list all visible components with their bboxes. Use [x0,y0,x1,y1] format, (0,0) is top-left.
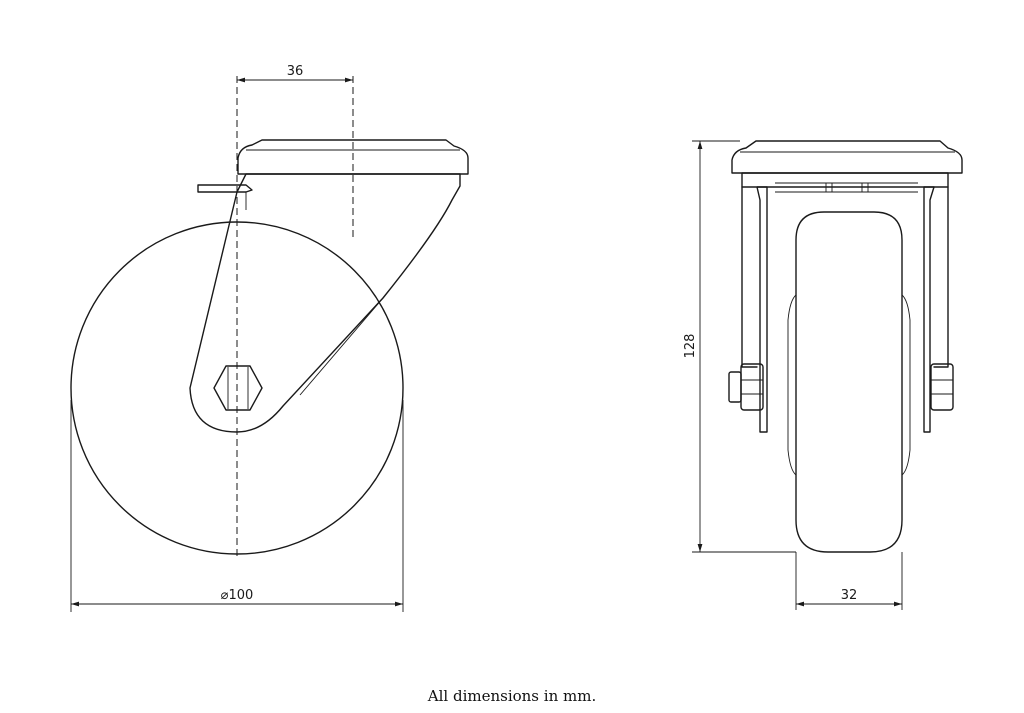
side-view: 36 ⌀100 [70,64,469,612]
fork-crown [741,172,949,188]
height-dimension: 128 [683,140,796,553]
front-wheel [795,211,903,553]
width-dimension: 32 [795,552,903,610]
front-top-plate [731,140,963,174]
offset-label: 36 [287,64,304,79]
axle-nut [213,365,263,411]
front-axle-nut-left [728,363,764,411]
front-view: 128 32 [683,140,963,610]
fork-leg-left [756,186,768,433]
height-label: 128 [683,334,698,359]
diameter-dimension: ⌀100 [70,400,404,612]
width-label: 32 [841,588,858,603]
front-axle-nut-right [930,363,954,411]
swivel-fork [189,173,461,433]
diameter-label: ⌀100 [221,588,254,603]
fork-leg-right [923,186,935,433]
units-caption: All dimensions in mm. [427,687,597,705]
offset-dimension: 36 [237,64,353,83]
lever-tab [197,184,253,193]
top-plate [237,139,469,175]
